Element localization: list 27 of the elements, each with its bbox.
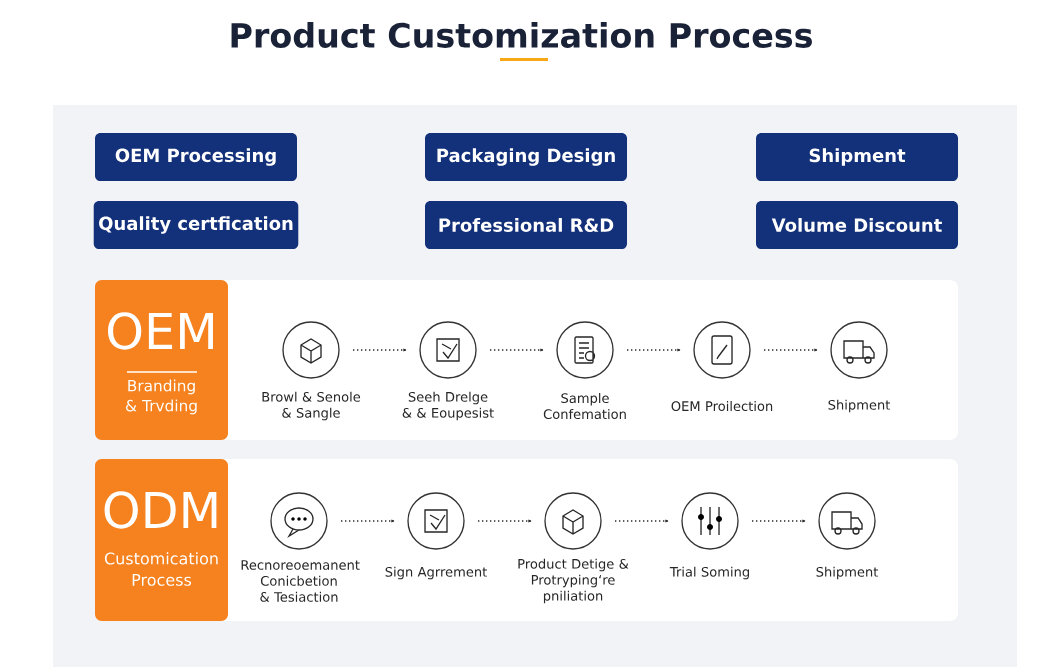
arrow — [751, 519, 806, 523]
arrow — [477, 519, 532, 523]
tag-button: Shipment — [756, 133, 958, 181]
title: Product Customization Process — [231, 22, 812, 48]
arrow — [489, 348, 544, 352]
step-label: Browl & Senole & Sangle — [262, 391, 361, 421]
arrow — [763, 348, 818, 352]
tag-button: Quality certfication — [93, 201, 299, 249]
step-label: OEM Proilection — [671, 400, 773, 412]
step-label: Trial Soming — [669, 566, 749, 580]
step-label: Product Detige & Protrypingʻre pniliation — [518, 558, 629, 604]
step-label: Shipment — [828, 399, 891, 413]
step-label: Sign Agrrement — [385, 566, 487, 580]
tag-button: Volume Discount — [756, 201, 958, 249]
arrow — [614, 519, 669, 523]
step-label: Sample Confemation — [543, 392, 626, 420]
arrow — [352, 348, 407, 352]
step-label: Shipment — [816, 566, 879, 580]
category-box: ODM Customication Process — [95, 459, 228, 621]
category-box: OEM Branding & Trvding — [95, 280, 228, 440]
tag-button: Packaging Design — [425, 133, 627, 181]
arrow — [626, 348, 681, 352]
step-label: Recnoreoemanent Conicbetion & Tesiaction — [241, 560, 360, 602]
arrow — [340, 519, 395, 523]
tag-button: Professional R&D — [425, 201, 627, 249]
tag-button: OEM Processing — [95, 133, 297, 181]
step-label: Seeh Drelge & & Eoupesist — [402, 391, 494, 421]
